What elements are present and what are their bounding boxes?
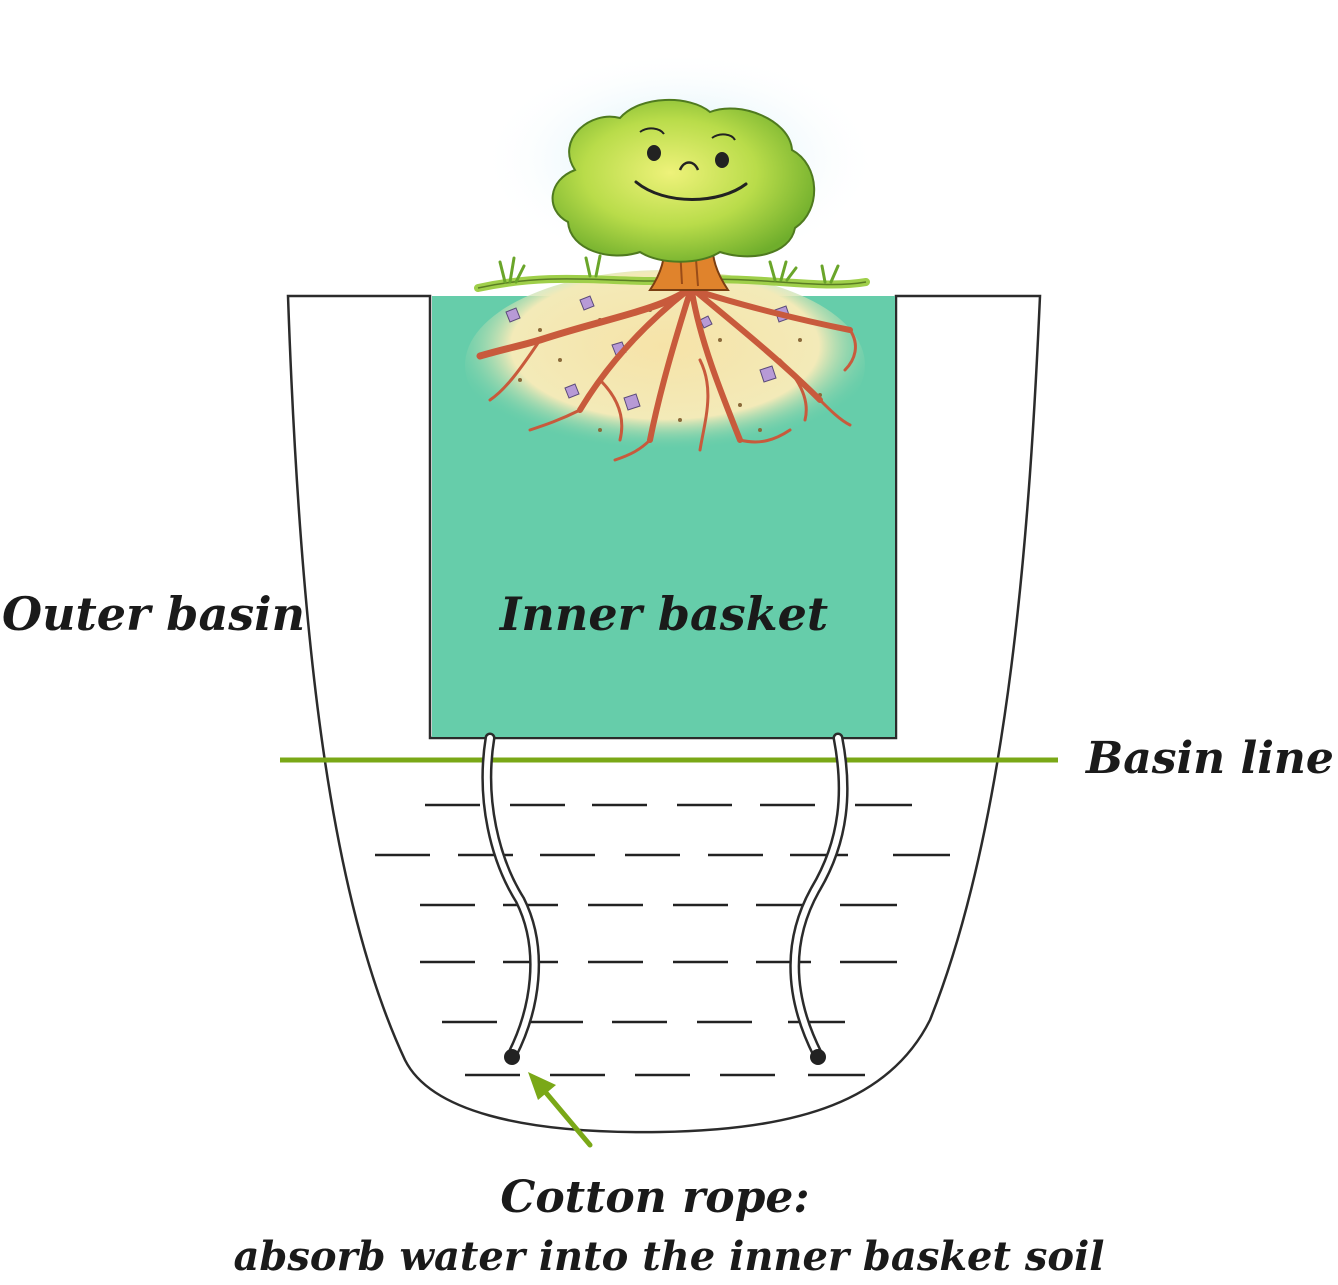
cotton-rope-left [481, 732, 541, 1065]
water-dashes [375, 803, 950, 1077]
soil-particles [505, 295, 791, 411]
grass-tufts [498, 254, 840, 284]
soil [465, 270, 865, 460]
inner-basket-label: Inner basket [498, 587, 828, 641]
cotton-rope-right [789, 732, 849, 1065]
tree-roots [476, 286, 857, 462]
cotton-rope-title: Cotton rope: [500, 1172, 809, 1223]
basin-line-label: Basin line [1084, 733, 1334, 784]
outer-basin [286, 294, 1042, 1134]
cotton-rope-description: absorb water into the inner basket soil [234, 1233, 1105, 1280]
arrow-up-left-icon [528, 1072, 593, 1148]
outer-basin-label: Outer basin [2, 587, 305, 641]
smiling-tree-icon [551, 98, 816, 263]
